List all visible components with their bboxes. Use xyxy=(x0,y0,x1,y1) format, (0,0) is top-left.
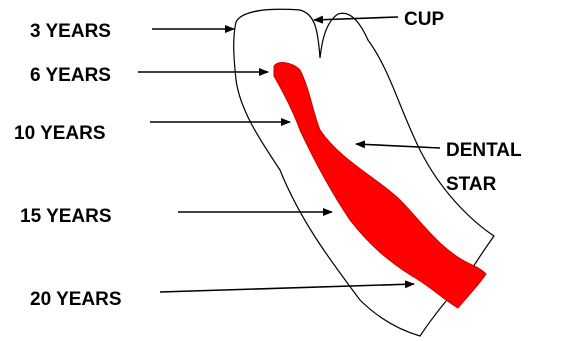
label-6-years: 6 YEARS xyxy=(30,65,111,86)
label-dental: DENTAL xyxy=(446,140,522,161)
label-3-years: 3 YEARS xyxy=(30,21,111,42)
label-20-years: 20 YEARS xyxy=(30,289,122,310)
label-star: STAR xyxy=(446,174,497,195)
label-10-years: 10 YEARS xyxy=(14,123,106,144)
label-cup: CUP xyxy=(404,9,444,30)
label-15-years: 15 YEARS xyxy=(20,206,112,227)
